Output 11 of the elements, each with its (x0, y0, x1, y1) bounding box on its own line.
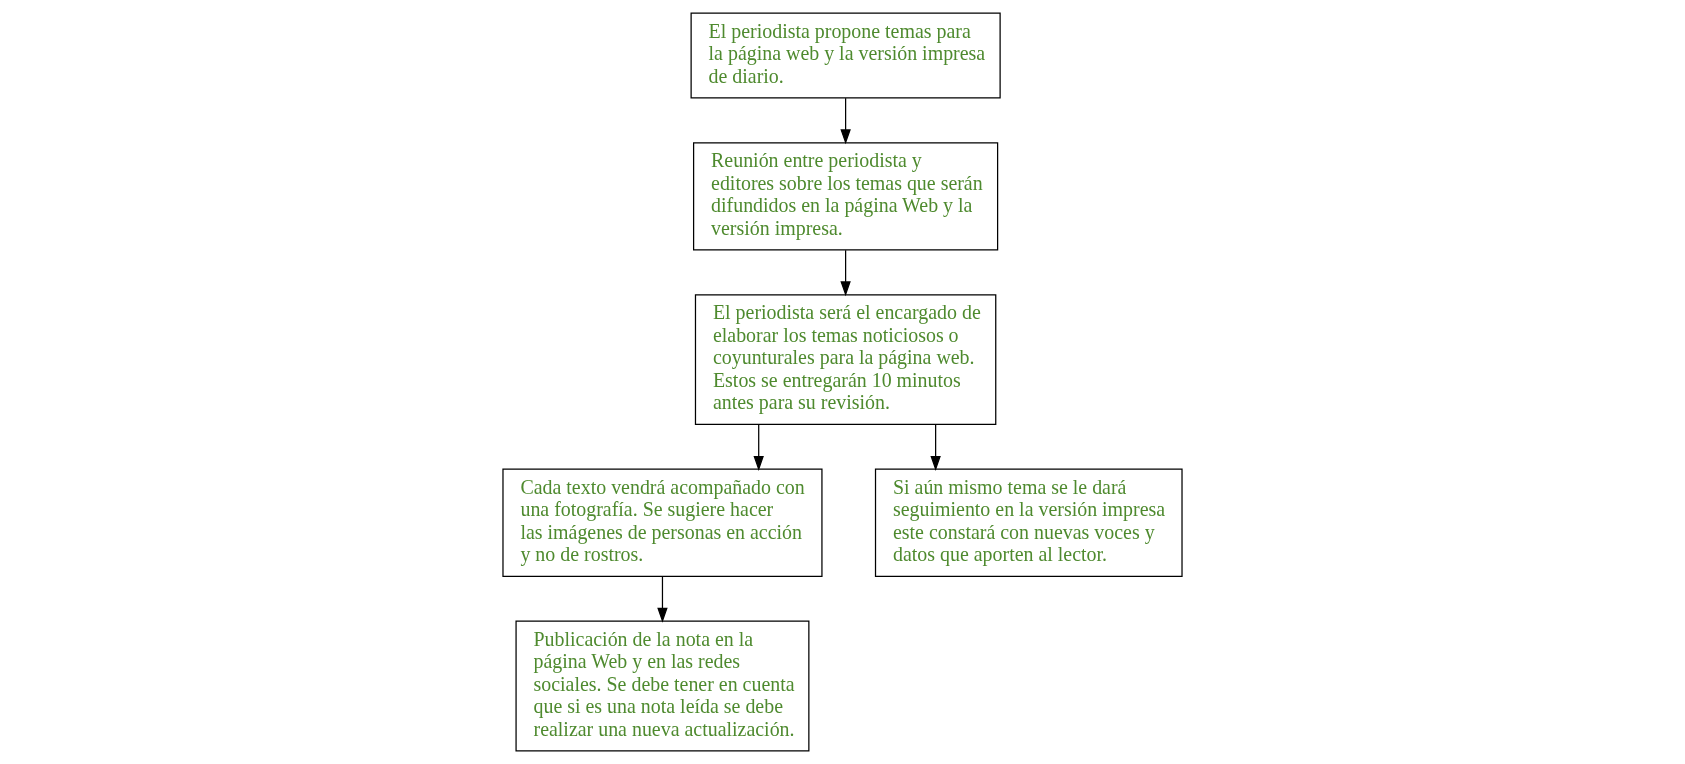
node-box: El periodista propone temas para la página web y la versión impresa de diario. (690, 12, 1001, 99)
arrow (657, 576, 668, 623)
node-box: Reunión entre periodista y editores sobre los temas que serán difundidos en la página Web y la versión impresa. (693, 142, 999, 251)
arrow (840, 97, 851, 145)
node-box: Cada texto vendrá acompañado con una fotografía. Se sugiere hacer las imágenes de personas en acción y no de rostros. (502, 468, 823, 577)
node-box: El periodista será el encargado de elaborar los temas noticiosos o coyunturales para la página web. Estos se entregarán 10 minutos antes para su revisión. (694, 294, 997, 425)
node-box: Publicación de la nota en la página Web y en las redes sociales. Se debe tener en cuenta que si es una nota leída se debe realizar una nueva actualización. (515, 620, 810, 752)
arrow (840, 249, 851, 297)
node-box: Si aún mismo tema se le dará seguimiento en la versión impresa este constará con nuevas voces y datos que aporten al lector. (874, 468, 1183, 577)
arrow (930, 423, 941, 471)
arrow (753, 423, 764, 471)
